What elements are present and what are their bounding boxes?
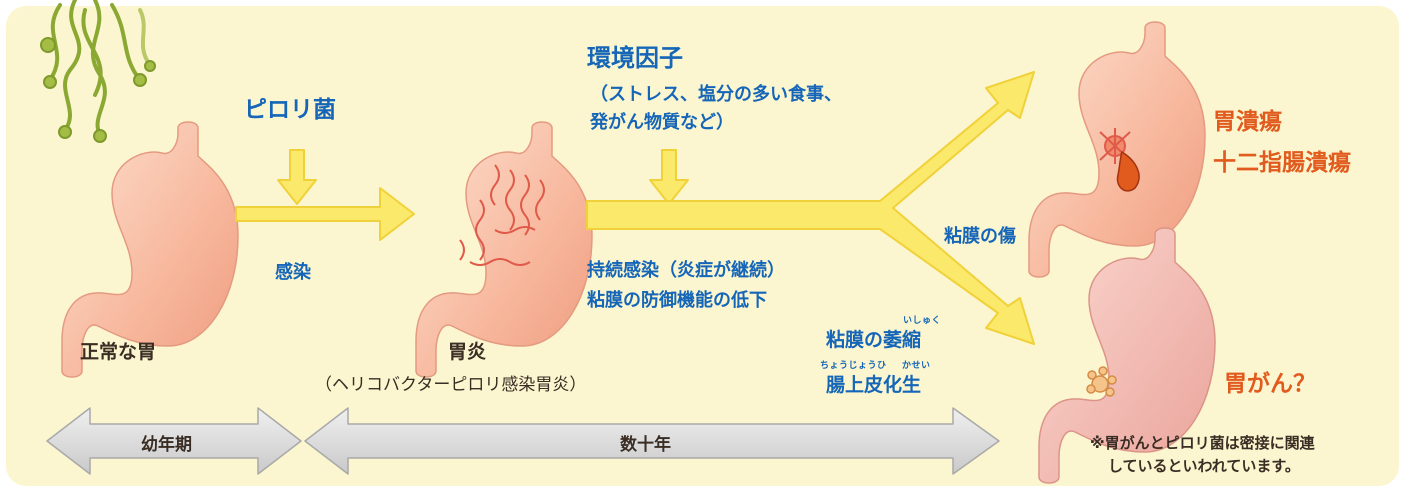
- persistent-infection-label: 持続感染（炎症が継続）: [587, 260, 785, 281]
- branch-arrow: [586, 71, 1035, 345]
- infection-arrow: [235, 187, 415, 241]
- childhood-period-arrow: [46, 407, 302, 475]
- gastric-ulcer-label: 胃潰瘍: [1213, 109, 1282, 135]
- note-line2: しているといわれています。: [1108, 457, 1300, 475]
- cancer-stomach-icon: [1038, 227, 1216, 484]
- env-factor-line1: （ストレス、塩分の多い食事、: [590, 84, 842, 105]
- metaplasia-ruby-b: かせい: [902, 361, 931, 371]
- infection-label: 感染: [275, 262, 311, 283]
- childhood-period-label: 幼年期: [141, 435, 192, 455]
- bacteria-down-arrow: [277, 149, 317, 205]
- metaplasia-label: 腸上皮化生: [826, 374, 922, 396]
- bacterium-label: ピロリ菌: [244, 97, 336, 123]
- gastritis-label: 胃炎: [448, 341, 487, 363]
- normal-stomach-label: 正常な胃: [80, 341, 157, 363]
- decades-period-label: 数十年: [620, 435, 671, 455]
- ulcer-stomach-icon: [1028, 21, 1206, 278]
- note-line1: ※胃がんとピロリ菌は密接に関連: [1090, 434, 1315, 452]
- duodenal-ulcer-label: 十二指腸潰瘍: [1213, 150, 1351, 176]
- gastritis-sub-label: （ヘリコバクターピロリ感染胃炎）: [315, 375, 587, 395]
- bacteria-icon: [40, 0, 156, 143]
- inflamed-stomach-icon: [415, 121, 593, 378]
- atrophy-ruby: いしゅく: [903, 316, 942, 326]
- env-down-arrow: [649, 149, 689, 205]
- decades-period-arrow: [304, 407, 1000, 475]
- mucosal-damage-label: 粘膜の傷: [944, 226, 1016, 247]
- metaplasia-ruby-a: ちょうじょうひ: [820, 361, 887, 371]
- atrophy-label: 粘膜の萎縮: [826, 329, 922, 351]
- defense-decline-label: 粘膜の防御機能の低下: [587, 290, 767, 311]
- env-factor-line2: 発がん物質など）: [590, 112, 734, 133]
- gastric-cancer-label: 胃がん？: [1224, 371, 1316, 397]
- env-factor-title: 環境因子: [587, 44, 683, 72]
